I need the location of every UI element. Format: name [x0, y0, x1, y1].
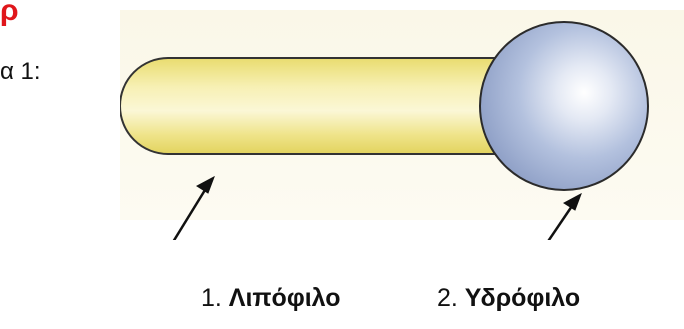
figure-label: α 1: [0, 58, 41, 85]
heading-fragment: ρ [0, 0, 19, 27]
label-lipophilic-number: 1. [201, 284, 229, 312]
label-lipophilic: 1. Λιπόφιλο [201, 283, 341, 313]
label-hydrophilic: 2. Υδρόφιλο [437, 283, 580, 313]
label-lipophilic-term: Λιπόφιλο [228, 284, 341, 312]
lipid-molecule-diagram [120, 10, 684, 240]
pointer-arrow-hydrophilic [547, 192, 582, 240]
pointer-arrow-lipophilic [172, 175, 215, 240]
hydrophilic-head [479, 21, 649, 191]
label-hydrophilic-number: 2. [437, 284, 465, 312]
lipophilic-tail [120, 57, 521, 155]
label-hydrophilic-term: Υδρόφιλο [464, 284, 581, 312]
